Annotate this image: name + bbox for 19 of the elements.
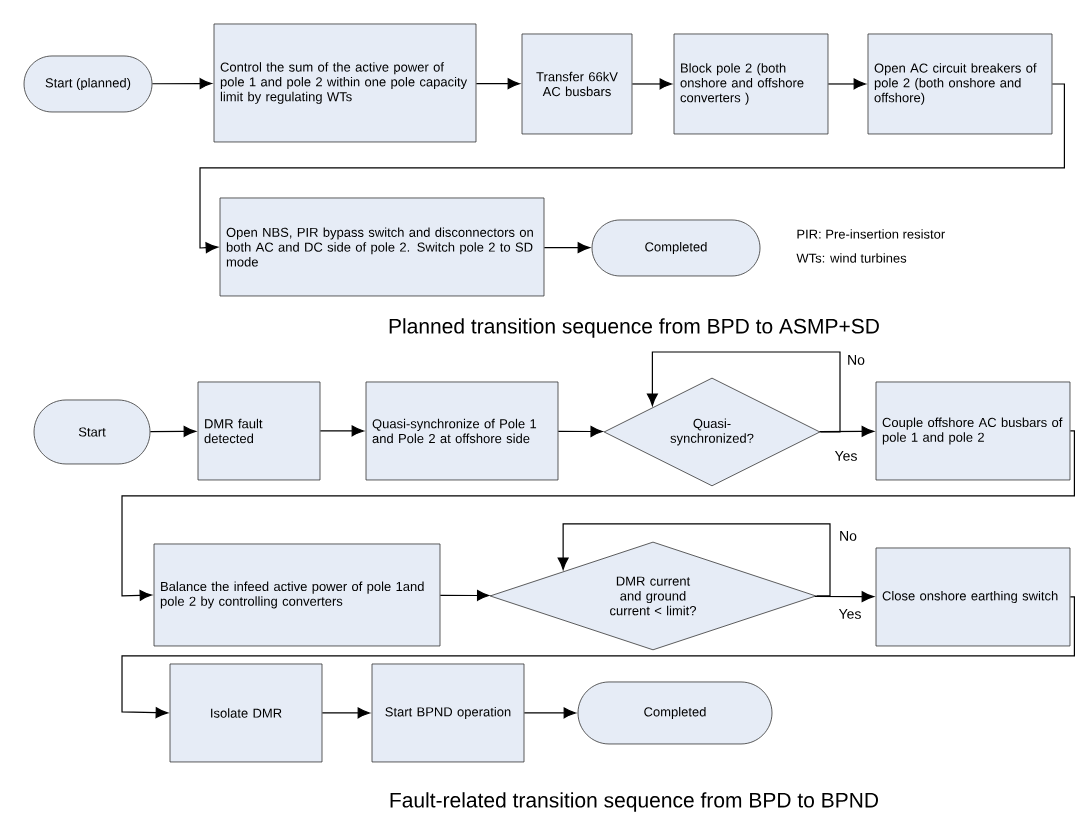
- arrow: [151, 78, 212, 89]
- arrow: [475, 78, 521, 90]
- arrow: [631, 78, 672, 90]
- arrow: [321, 707, 371, 719]
- arrow: [814, 591, 874, 603]
- arrow: [827, 78, 866, 90]
- arrow: [557, 523, 831, 597]
- arrow: [557, 426, 603, 437]
- arrow: [646, 351, 841, 433]
- arrow: [523, 707, 576, 719]
- arrow: [543, 242, 591, 254]
- arrow: [121, 596, 1075, 719]
- arrow: [121, 430, 1075, 601]
- caption-text: Planned transition sequence from BPD to ASMP+SD: [389, 318, 879, 338]
- arrow: [439, 590, 490, 601]
- arrow: [199, 83, 1065, 254]
- arrow: [319, 425, 365, 437]
- arrow: [149, 425, 197, 437]
- caption-text: Fault-related transition sequence from BPD to BPND: [390, 792, 878, 812]
